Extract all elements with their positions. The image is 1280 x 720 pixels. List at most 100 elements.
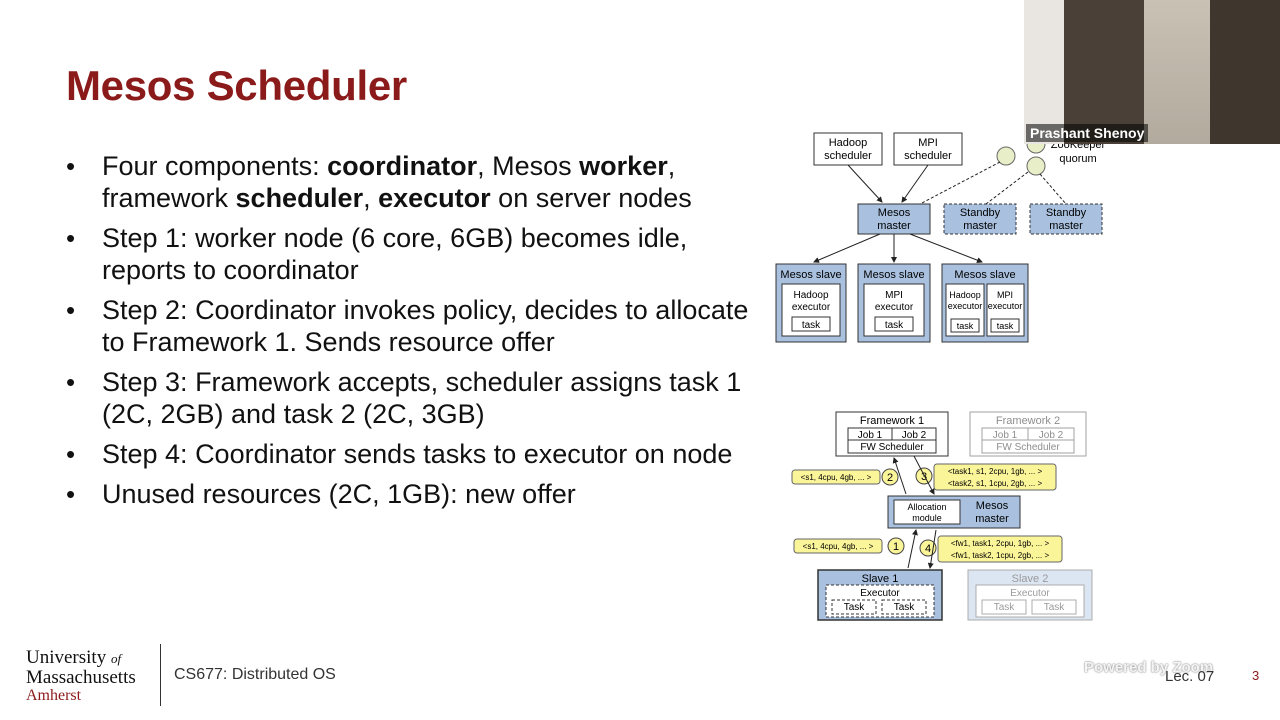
course-name: CS677: Distributed OS [174, 666, 336, 683]
fw2-scheduler-label: FW Scheduler [996, 442, 1060, 453]
task-2-box [874, 316, 914, 332]
powered-by-watermark: Powered by Zoom [1084, 659, 1214, 676]
hadoop-executor-3-label-1: Hadoop [949, 290, 981, 300]
bullet-item: Unused resources (2C, 1GB): new offer [66, 478, 756, 510]
participant-video[interactable] [1024, 0, 1280, 144]
fw-msg-bubble [937, 535, 1063, 563]
fw-msg-2: <fw1, task2, 1cpu, 2gb, ... > [951, 551, 1050, 560]
logo-line-2: Massachusetts [26, 667, 136, 688]
bullet-item: Four components: coordinator, Mesos work… [66, 150, 756, 214]
slave-1-task-1-label: Task [844, 602, 866, 613]
mesos-slave-1-label: Mesos slave [780, 269, 841, 281]
bullet-item: Step 1: worker node (6 core, 6GB) become… [66, 222, 756, 286]
task-msg-bubble [933, 463, 1057, 491]
framework-1-label: Framework 1 [860, 415, 924, 427]
step-1-label: 1 [893, 541, 899, 553]
mpi-executor-2-label-2: executor [875, 302, 914, 313]
bullet-text: , framework [102, 151, 676, 213]
fw2-job-1-label: Job 1 [993, 430, 1018, 441]
allocation-module-box [893, 499, 961, 525]
bullet-text: on server nodes [490, 183, 692, 213]
mpi-executor-3-label-1: MPI [997, 290, 1013, 300]
slave-1-task-2-label: Task [894, 602, 916, 613]
bullet-item: Step 2: Coordinator invokes policy, deci… [66, 294, 756, 358]
step-2-badge [881, 468, 899, 486]
offer-msg-bottom-text: <s1, 4cpu, 4gb, ... > [803, 542, 874, 551]
slave-2-executor-box [975, 584, 1085, 618]
mesos-slave-2-label: Mesos slave [863, 269, 924, 281]
mesos-master-box [857, 203, 931, 235]
bullet-text: , Mesos [477, 151, 580, 181]
slave-1-executor-label: Executor [860, 588, 900, 599]
master-to-slave-arrow [927, 529, 937, 569]
task-3-label: task [957, 321, 974, 331]
fw-msg-1: <fw1, task1, 2cpu, 1gb, ... > [951, 539, 1050, 548]
step-1-badge [887, 537, 905, 555]
bullet-text: Step 3: Framework accepts, scheduler ass… [102, 367, 742, 429]
fw2-job-1-box [981, 427, 1029, 441]
mpi-scheduler-label-1: MPI [918, 137, 938, 149]
hadoop-to-master-arrow [847, 164, 883, 203]
step-4-badge [919, 539, 937, 557]
zookeeper-node-3 [1026, 156, 1046, 176]
bullet-item: Step 4: Coordinator sends tasks to execu… [66, 438, 756, 470]
logo-of: of [110, 651, 122, 666]
step-4-label: 4 [925, 543, 931, 555]
offer-msg-top-text: <s1, 4cpu, 4gb, ... > [801, 473, 872, 482]
bullet-item: Step 3: Framework accepts, scheduler ass… [66, 366, 756, 430]
standby-master-2-box [1029, 203, 1103, 235]
hadoop-executor-3-label-2: executor [948, 301, 983, 311]
slave-2-task-2-box [1031, 599, 1077, 615]
offer-msg-top-bubble [791, 469, 881, 485]
framework-2-label: Framework 2 [996, 415, 1060, 427]
fw2-job-2-box [1027, 427, 1075, 441]
hadoop-scheduler-label-2: scheduler [824, 150, 872, 162]
allocation-label-2: module [912, 513, 942, 523]
job-2-label: Job 2 [902, 430, 927, 441]
zookeeper-label-2: quorum [1059, 153, 1096, 165]
slave-2-label: Slave 2 [1012, 573, 1049, 585]
job-1-label: Job 1 [858, 430, 883, 441]
bullet-text: , [363, 183, 379, 213]
zk-to-standby1-link [985, 171, 1029, 205]
standby-master-2-label-1: Standby [1046, 207, 1087, 219]
slave-2-task-1-label: Task [994, 602, 1016, 613]
video-person-jacket-right [1210, 0, 1280, 144]
resource-offer-diagram: Framework 1 Job 1 Job 2 FW Scheduler Fra… [791, 411, 1093, 621]
slave-1-label: Slave 1 [862, 573, 899, 585]
fw-scheduler-label: FW Scheduler [860, 442, 924, 453]
bullet-keyword: coordinator [327, 151, 478, 181]
fw2-scheduler-box [981, 439, 1075, 454]
mpi-executor-2-label-1: MPI [885, 290, 903, 301]
hadoop-scheduler-label-1: Hadoop [829, 137, 868, 149]
slide-title: Mesos Scheduler [66, 62, 407, 109]
slave-1-task-1-box [831, 599, 877, 615]
page-number: 3 [1252, 668, 1260, 683]
mpi-to-master-arrow [901, 164, 929, 203]
offer-msg-bottom-bubble [793, 538, 883, 554]
bullet-text: Step 1: worker node (6 core, 6GB) become… [102, 223, 688, 285]
logo-line-3: Amherst [26, 687, 82, 704]
mesos-master-label-1: Mesos [878, 207, 911, 219]
task-4-box [990, 318, 1020, 333]
task-1-label: task [802, 320, 821, 331]
hadoop-scheduler-box [813, 132, 883, 166]
logo-line-1: University [26, 647, 107, 668]
task-4-label: task [997, 321, 1014, 331]
standby-master-1-label-1: Standby [960, 207, 1001, 219]
bullet-text: Step 4: Coordinator sends tasks to execu… [102, 439, 733, 469]
slave-2-box [967, 569, 1093, 621]
bullet-keyword: worker [579, 151, 668, 181]
lecture-number: Lec. 07 [1165, 668, 1215, 685]
hadoop-executor-1-label-2: executor [792, 302, 831, 313]
mpi-scheduler-box [893, 132, 963, 166]
zookeeper-node-1 [996, 146, 1016, 166]
fw1-to-master-arrow [913, 455, 935, 495]
bullet-text: Step 2: Coordinator invokes policy, deci… [102, 295, 749, 357]
mesos-slave-3-label: Mesos slave [954, 269, 1015, 281]
hadoop-executor-1-label-1: Hadoop [793, 290, 828, 301]
university-logo: University of Massachusetts Amherst [26, 648, 136, 704]
task-1-box [791, 316, 831, 332]
allocation-label-1: Allocation [907, 502, 946, 512]
step-2-label: 2 [887, 472, 893, 484]
